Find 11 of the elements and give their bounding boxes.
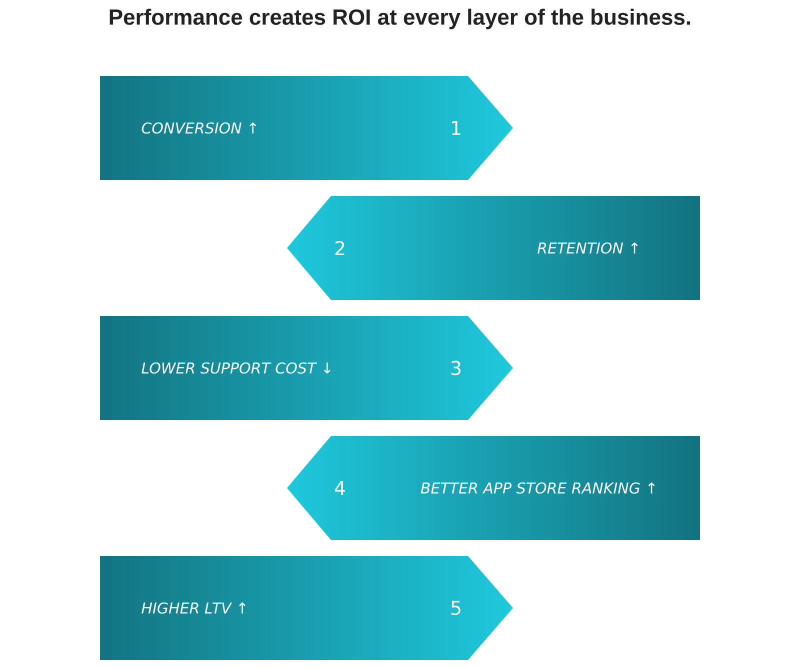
step-number: 5 xyxy=(451,600,460,616)
band-label: LOWER SUPPORT COST ↓ xyxy=(142,362,330,374)
step-number: 4 xyxy=(334,481,345,495)
band-label: RETENTION ↑ xyxy=(538,242,638,254)
step-number: 3 xyxy=(451,360,461,376)
band-label: BETTER APP STORE RANKING ↑ xyxy=(420,482,655,494)
band-label: HIGHER LTV ↑ xyxy=(142,602,246,614)
step-number: 2 xyxy=(335,240,344,256)
band-label: CONVERSION ↑ xyxy=(142,122,256,134)
title: Performance creates ROI at every layer of the business. xyxy=(110,8,690,30)
step-number: 1 xyxy=(452,121,460,135)
